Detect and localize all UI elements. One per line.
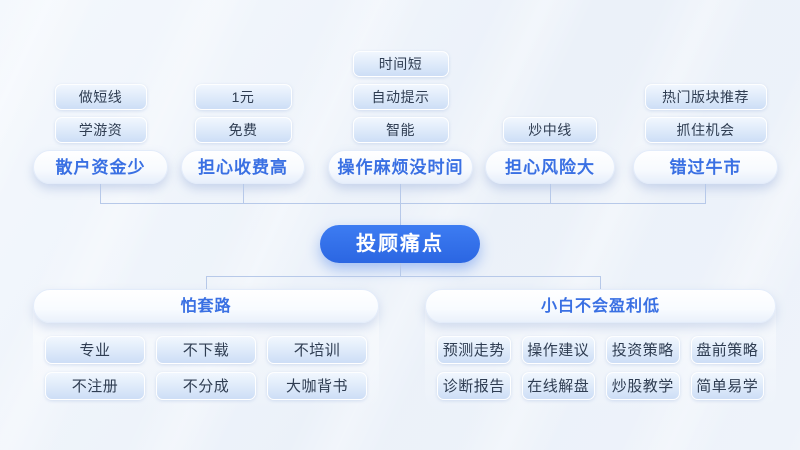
tag-pill: 热门版块推荐 xyxy=(644,84,767,110)
top-group-low-capital: 做短线 学游资 散户资金少 xyxy=(33,45,168,184)
item-pill: 不分成 xyxy=(156,372,256,400)
top-group-miss-bull-market: 热门版块推荐 抓住机会 错过牛市 xyxy=(633,45,778,184)
item-pill: 简单易学 xyxy=(690,372,764,400)
connector-bus-bottom xyxy=(206,276,600,277)
top-group-no-time: 时间短 自动提示 智能 操作麻烦没时间 xyxy=(328,45,473,184)
item-pill: 在线解盘 xyxy=(521,372,595,400)
tag-pill: 学游资 xyxy=(54,117,147,143)
item-pill: 投资策略 xyxy=(606,336,680,364)
item-pill: 盘前策略 xyxy=(690,336,764,364)
connector-line xyxy=(100,184,101,204)
item-pill: 不培训 xyxy=(267,336,367,364)
item-pill: 不下载 xyxy=(156,336,256,364)
connector-line xyxy=(705,184,706,204)
bottom-group-novice-low-profit: 小白不会盈利低 预测走势 操作建议 投资策略 盘前策略 诊断报告 在线解盘 炒股… xyxy=(425,289,776,410)
item-pill: 预测走势 xyxy=(437,336,511,364)
section-header-pill: 怕套路 xyxy=(33,289,379,323)
top-group-fee-worry: 1元 免费 担心收费高 xyxy=(181,45,305,184)
tag-pill: 时间短 xyxy=(352,51,449,77)
section-header-pill: 小白不会盈利低 xyxy=(425,289,776,323)
connector-line xyxy=(400,184,401,204)
category-pill: 散户资金少 xyxy=(33,150,168,184)
category-pill: 错过牛市 xyxy=(633,150,778,184)
item-pill: 炒股教学 xyxy=(606,372,680,400)
connector-line xyxy=(400,263,401,276)
tag-pill: 抓住机会 xyxy=(644,117,767,143)
tag-pill: 智能 xyxy=(352,117,449,143)
tag-pill: 1元 xyxy=(194,84,292,110)
connector-bus-top xyxy=(100,203,706,204)
section-item-grid: 专业 不下载 不培训 不注册 不分成 大咖背书 xyxy=(33,336,379,400)
connector-line xyxy=(400,203,401,226)
center-node: 投顾痛点 xyxy=(320,225,480,263)
item-pill: 诊断报告 xyxy=(437,372,511,400)
top-group-risk-worry: 炒中线 担心风险大 xyxy=(485,45,615,184)
tag-pill: 炒中线 xyxy=(503,117,597,143)
tag-pill: 免费 xyxy=(194,117,292,143)
connector-line xyxy=(243,184,244,204)
section-item-grid: 预测走势 操作建议 投资策略 盘前策略 诊断报告 在线解盘 炒股教学 简单易学 xyxy=(425,336,776,400)
connector-line xyxy=(206,276,207,289)
item-pill: 不注册 xyxy=(45,372,145,400)
category-pill: 担心收费高 xyxy=(181,150,305,184)
category-pill: 操作麻烦没时间 xyxy=(328,150,473,184)
bottom-group-fear-of-tricks: 怕套路 专业 不下载 不培训 不注册 不分成 大咖背书 xyxy=(33,289,379,410)
item-pill: 专业 xyxy=(45,336,145,364)
tag-pill: 做短线 xyxy=(54,84,147,110)
connector-line xyxy=(600,276,601,289)
item-pill: 大咖背书 xyxy=(267,372,367,400)
tag-pill: 自动提示 xyxy=(352,84,449,110)
connector-line xyxy=(550,184,551,204)
category-pill: 担心风险大 xyxy=(485,150,615,184)
item-pill: 操作建议 xyxy=(521,336,595,364)
